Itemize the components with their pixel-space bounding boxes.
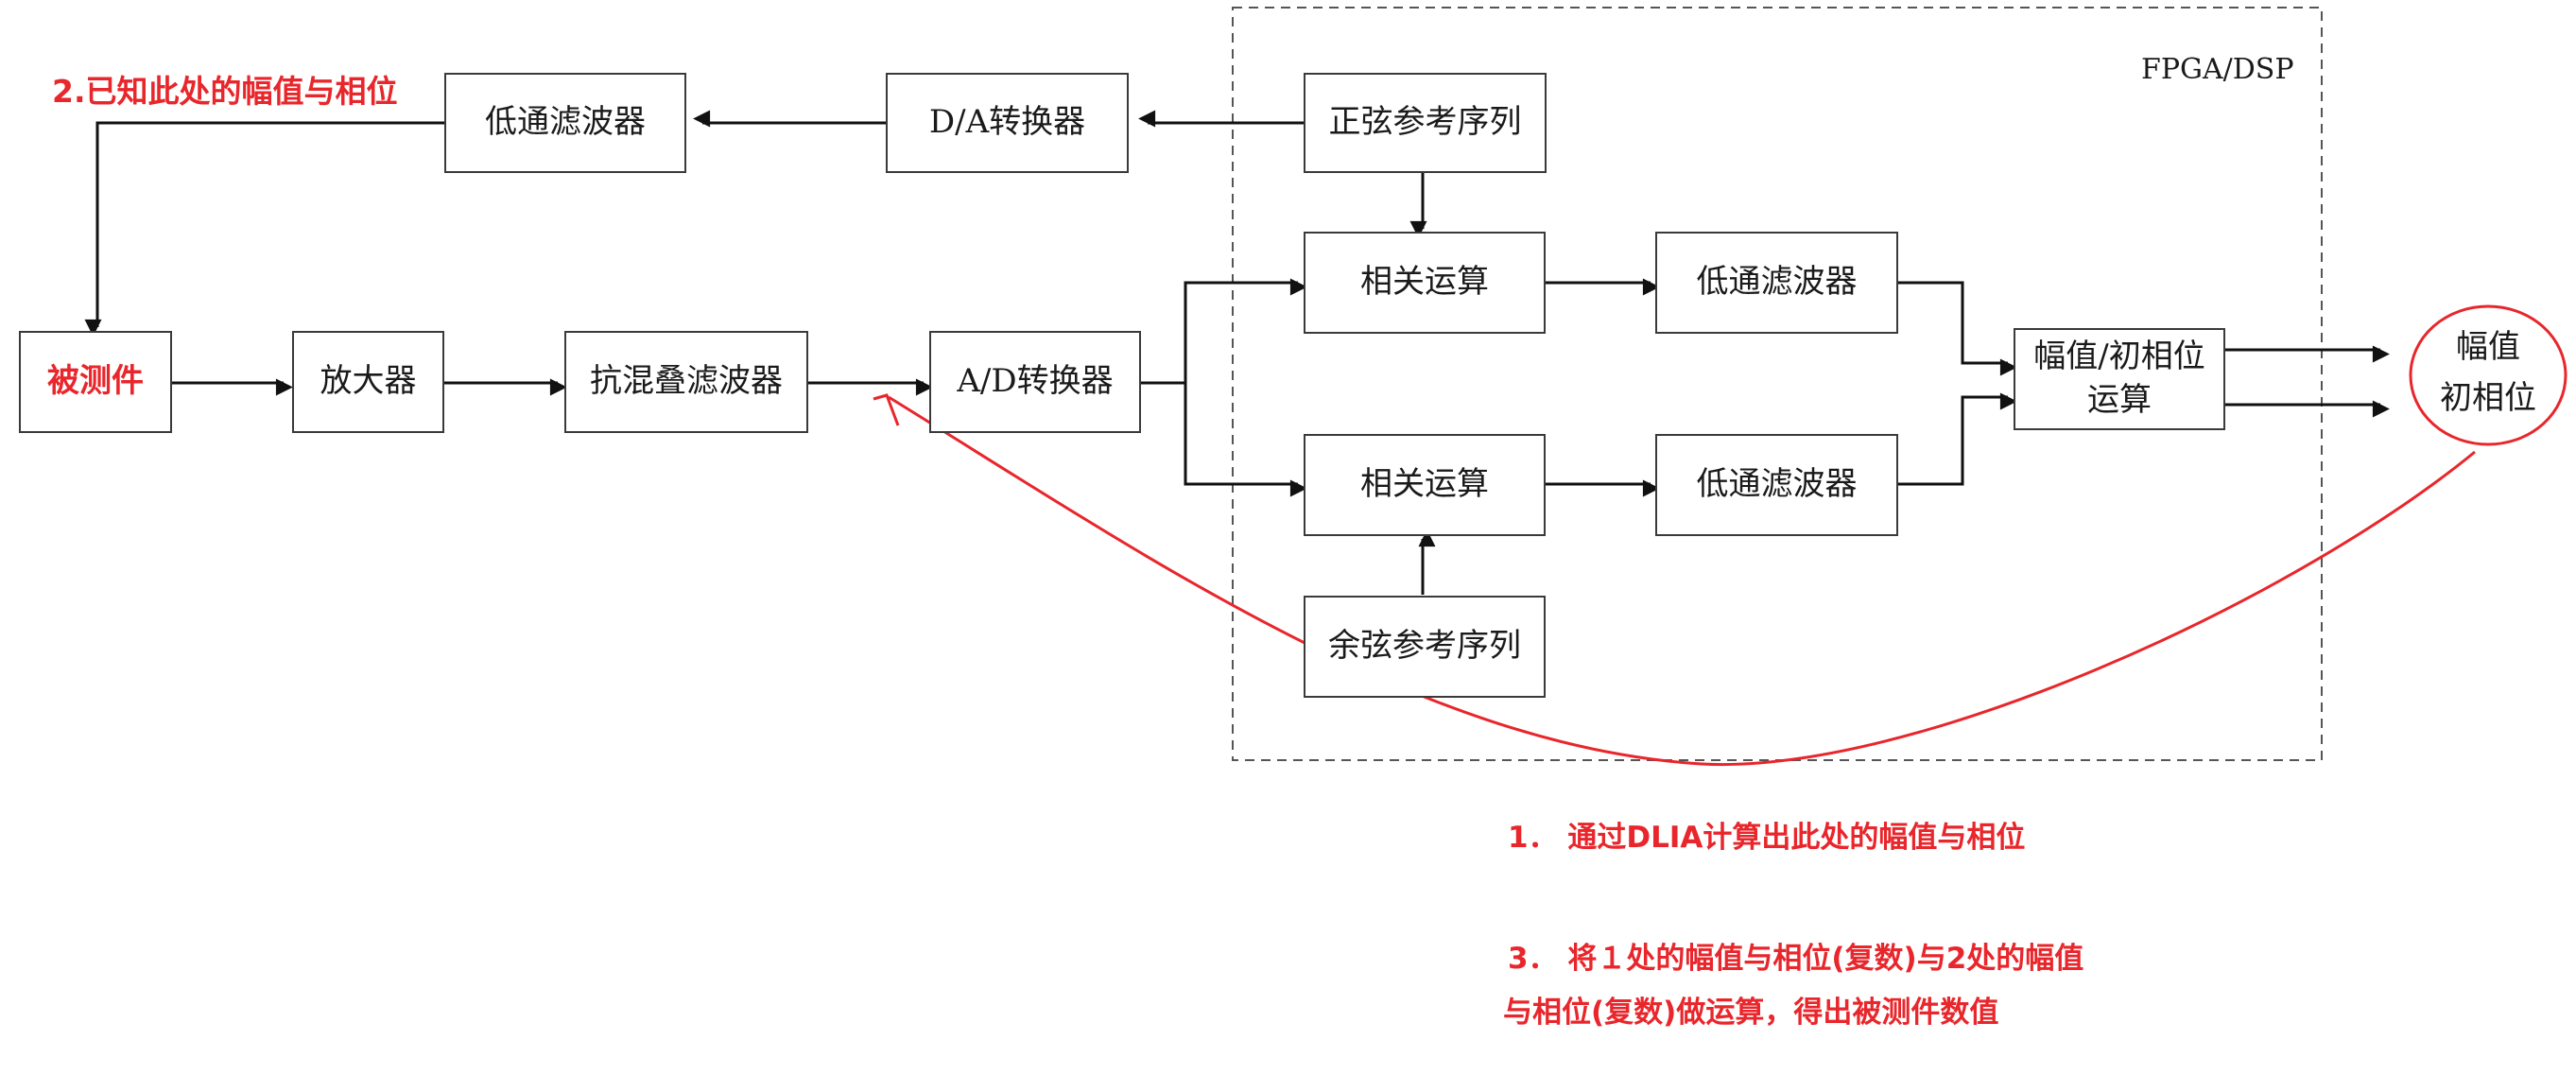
- arrow-lpf-bottom-to-calc: [1898, 392, 2017, 486]
- device-under-test-box: 被测件: [19, 331, 172, 433]
- calc-box-line1: 幅值/初相位: [2033, 338, 2205, 376]
- arrow-lpf-mid-to-calc: [1898, 281, 2017, 376]
- output-highlight-oval: [2409, 304, 2567, 446]
- ad-converter-box: A/D转换器: [929, 331, 1141, 433]
- output-phase-label: 初相位: [2440, 379, 2536, 418]
- antialias-filter-box: 抗混叠滤波器: [564, 331, 808, 433]
- fpga-dsp-label: FPGA/DSP: [2141, 53, 2294, 86]
- cosine-reference-box: 余弦参考序列: [1304, 596, 1546, 698]
- arrow-split-to-corr-top: [1184, 278, 1307, 383]
- note-3-line1: 3． 将１处的幅值与相位(复数)与2处的幅值: [1508, 942, 2084, 976]
- da-converter-box: D/A转换器: [886, 73, 1129, 173]
- amplitude-phase-calc-box: 幅值/初相位 运算: [2014, 328, 2225, 430]
- note-2-known-amplitude-phase: 2.已知此处的幅值与相位: [52, 73, 398, 110]
- correlation-bottom-box: 相关运算: [1304, 434, 1546, 536]
- sine-reference-box: 正弦参考序列: [1304, 73, 1547, 173]
- note-1-dlia-calculation: 1． 通过DLIA计算出此处的幅值与相位: [1508, 821, 2026, 855]
- calc-box-line2: 运算: [2087, 381, 2152, 419]
- correlation-top-box: 相关运算: [1304, 232, 1546, 334]
- lowpass-filter-mid-box: 低通滤波器: [1655, 232, 1898, 334]
- arrow-split-to-corr-bottom: [1184, 383, 1307, 497]
- arrow-lpf-to-dut: [84, 121, 444, 337]
- lowpass-filter-top-box: 低通滤波器: [444, 73, 686, 173]
- lowpass-filter-bottom-box: 低通滤波器: [1655, 434, 1898, 536]
- note-3-line2: 与相位(复数)做运算，得出被测件数值: [1503, 996, 1999, 1030]
- output-labels: 幅值 初相位: [2422, 321, 2554, 425]
- annotation-curve-arrowhead: [873, 393, 900, 426]
- annotation-curve-arrow: [888, 395, 2476, 767]
- amplifier-box: 放大器: [292, 331, 444, 433]
- output-amplitude-label: 幅值: [2456, 328, 2520, 366]
